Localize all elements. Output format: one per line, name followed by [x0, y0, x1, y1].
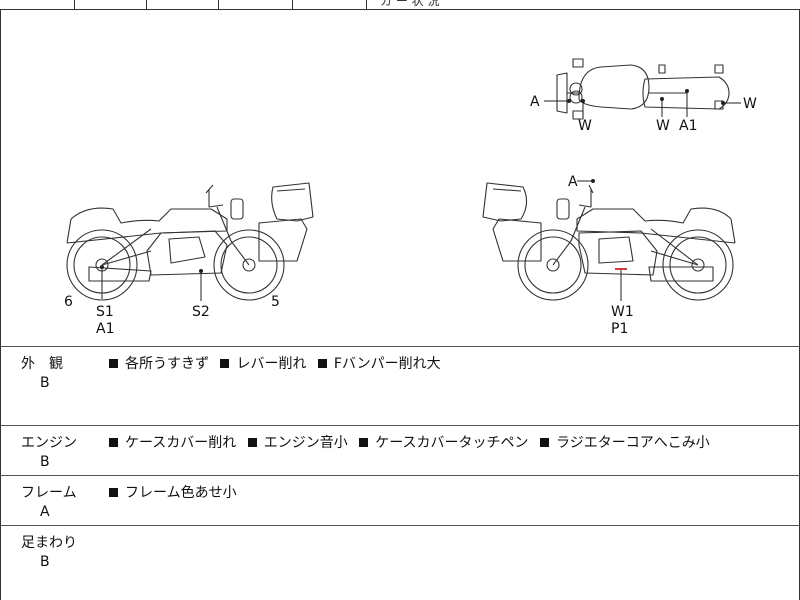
- bullet-square-icon: [109, 438, 118, 447]
- section-category: エンジン: [21, 435, 77, 451]
- note-item: エンジン音小: [263, 435, 348, 451]
- marker-label: P1: [611, 321, 629, 337]
- marker-label: A: [568, 174, 578, 190]
- bullet-square-icon: [247, 438, 257, 447]
- right-view-markers: [577, 180, 622, 301]
- marker-label: W: [656, 118, 670, 134]
- motorcycle-right-view: [482, 182, 736, 301]
- divider: [292, 0, 293, 9]
- note-item: ラジエターコアへこみ小: [555, 435, 710, 451]
- divider: [366, 0, 367, 9]
- marker-label: W1: [611, 304, 634, 320]
- top-view-markers: [544, 91, 741, 117]
- marker-label: 5: [271, 294, 280, 310]
- section-row-frame: フレーム A フレーム色あせ小: [0, 475, 800, 525]
- section-row-exterior: 外 観 B 各所うすきず レバー削れ Fバンパー削れ大: [0, 346, 800, 425]
- bullet-square-icon: [109, 359, 118, 368]
- left-view-markers: [101, 267, 202, 301]
- divider: [146, 0, 147, 9]
- marker-label: S1: [96, 304, 114, 320]
- divider: [218, 0, 219, 9]
- damage-diagram: A W W A1 W 6 S1 A1 S2 5 A W1 P1: [0, 9, 800, 346]
- note-item: 各所うすきず: [125, 356, 209, 372]
- bullet-square-icon: [109, 488, 118, 497]
- note-item: ケースカバー削れ: [125, 435, 237, 451]
- note-item: フレーム色あせ小: [125, 485, 237, 501]
- marker-label: 6: [64, 294, 73, 310]
- motorcycle-left-view: [66, 182, 314, 301]
- section-category: フレーム: [21, 485, 77, 501]
- section-grade: A: [40, 504, 50, 520]
- header-strip-text: カ ー 状 況: [380, 0, 440, 8]
- header-strip: カ ー 状 況: [0, 0, 800, 10]
- marker-label: A1: [96, 321, 115, 337]
- motorcycle-diagram-svg: [66, 58, 741, 301]
- section-row-suspension: 足まわり B: [0, 525, 800, 600]
- bullet-square-icon: [220, 359, 230, 368]
- marker-label: A1: [679, 118, 698, 134]
- bullet-square-icon: [359, 438, 369, 447]
- note-item: ケースカバータッチペン: [375, 435, 529, 451]
- section-category: 外 観: [21, 356, 63, 372]
- bullet-square-icon: [317, 359, 327, 368]
- divider: [74, 0, 75, 9]
- section-notes: ケースカバー削れ エンジン音小 ケースカバータッチペン ラジエターコアへこみ小: [106, 432, 714, 452]
- marker-label: W: [743, 96, 757, 112]
- section-grade: B: [40, 454, 50, 470]
- marker-label: S2: [192, 304, 210, 320]
- note-item: レバー削れ: [236, 356, 307, 372]
- section-grade: B: [40, 554, 50, 570]
- marker-label: W: [578, 118, 592, 134]
- section-category: 足まわり: [21, 535, 77, 551]
- note-item: Fバンパー削れ大: [333, 356, 441, 372]
- section-row-engine: エンジン B ケースカバー削れ エンジン音小 ケースカバータッチペン ラジエター…: [0, 425, 800, 475]
- marker-label: A: [530, 94, 540, 110]
- section-notes: 各所うすきず レバー削れ Fバンパー削れ大: [106, 353, 445, 373]
- section-notes: フレーム色あせ小: [106, 482, 241, 502]
- section-grade: B: [40, 375, 50, 391]
- bullet-square-icon: [539, 438, 549, 447]
